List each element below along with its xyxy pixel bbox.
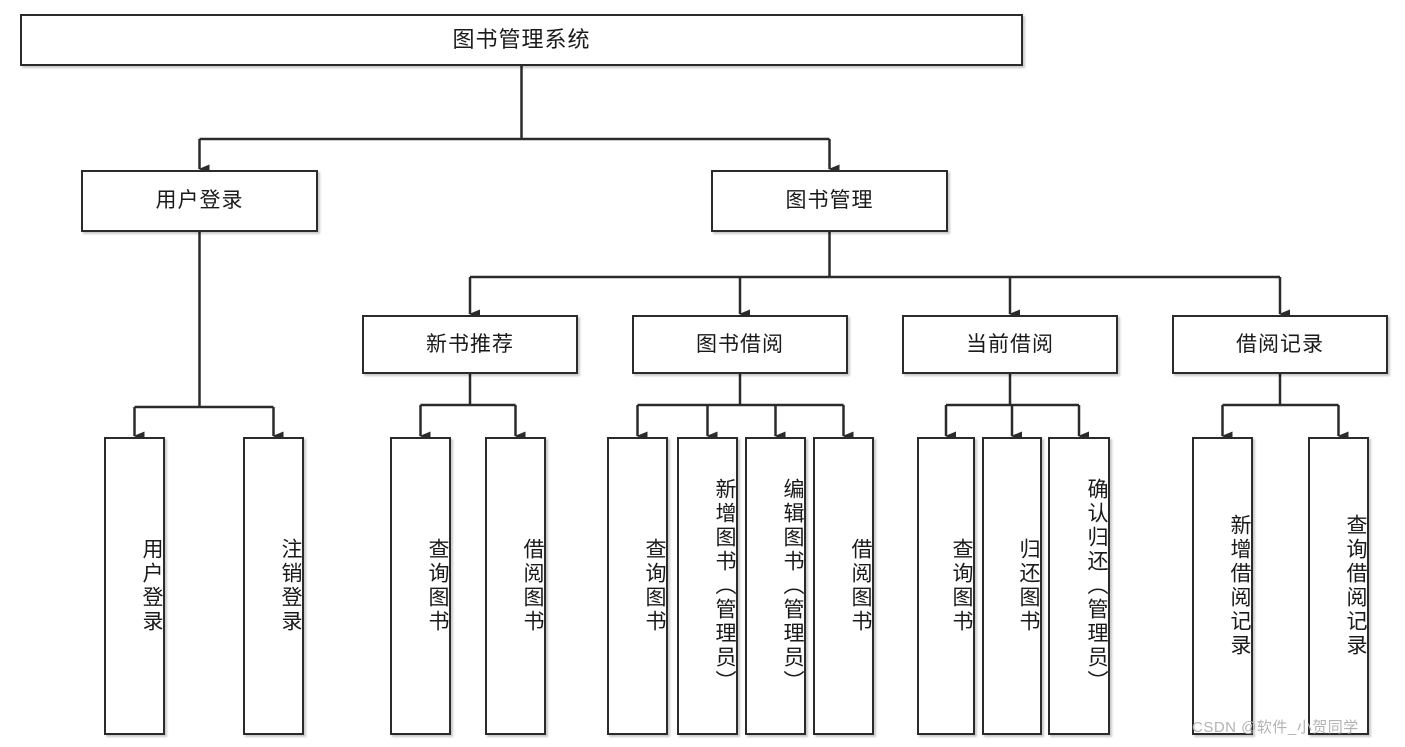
- node-l-c-confirm: 确认归还（管理员）: [1048, 437, 1110, 735]
- node-bookmgmt: 图书管理: [711, 170, 948, 232]
- node-label: 用户登录: [140, 538, 163, 634]
- node-label: 当前借阅: [966, 332, 1054, 356]
- node-label: 查询借阅记录: [1344, 514, 1367, 658]
- node-label: 图书管理系统: [452, 26, 591, 52]
- node-l-r-add: 新增借阅记录: [1192, 437, 1253, 735]
- node-label: 确认归还（管理员）: [1085, 478, 1108, 694]
- node-current: 当前借阅: [902, 315, 1118, 374]
- node-l-c-return: 归还图书: [982, 437, 1042, 735]
- node-label: 注销登录: [279, 538, 302, 634]
- node-l-logout: 注销登录: [243, 437, 304, 735]
- node-l-b-query: 查询图书: [607, 437, 668, 735]
- node-label: 借阅图书: [521, 538, 544, 634]
- node-label: 图书借阅: [696, 332, 784, 356]
- node-l-b-edit: 编辑图书（管理员）: [745, 437, 806, 735]
- node-l-login: 用户登录: [104, 437, 165, 735]
- node-label: 借阅记录: [1236, 332, 1324, 356]
- node-label: 新书推荐: [426, 332, 514, 356]
- node-label: 编辑图书（管理员）: [781, 478, 804, 694]
- node-label: 用户登录: [155, 189, 244, 213]
- node-label: 归还图书: [1017, 538, 1040, 634]
- node-label: 借阅图书: [849, 538, 872, 634]
- node-newbooks: 新书推荐: [362, 315, 578, 374]
- node-label: 新增借阅记录: [1228, 514, 1251, 658]
- node-l-nb-query: 查询图书: [390, 437, 451, 735]
- node-borrow: 图书借阅: [632, 315, 848, 374]
- node-root: 图书管理系统: [20, 14, 1023, 66]
- node-records: 借阅记录: [1172, 315, 1388, 374]
- node-label: 图书管理: [785, 189, 874, 213]
- node-l-c-query: 查询图书: [917, 437, 975, 735]
- node-label: 查询图书: [950, 538, 973, 634]
- node-login: 用户登录: [81, 170, 318, 232]
- node-label: 查询图书: [643, 538, 666, 634]
- node-label: 查询图书: [426, 538, 449, 634]
- node-l-nb-borrow: 借阅图书: [485, 437, 546, 735]
- node-label: 新增图书（管理员）: [713, 478, 736, 694]
- node-l-r-query: 查询借阅记录: [1308, 437, 1369, 735]
- node-l-b-borrow: 借阅图书: [813, 437, 874, 735]
- node-l-b-add: 新增图书（管理员）: [677, 437, 738, 735]
